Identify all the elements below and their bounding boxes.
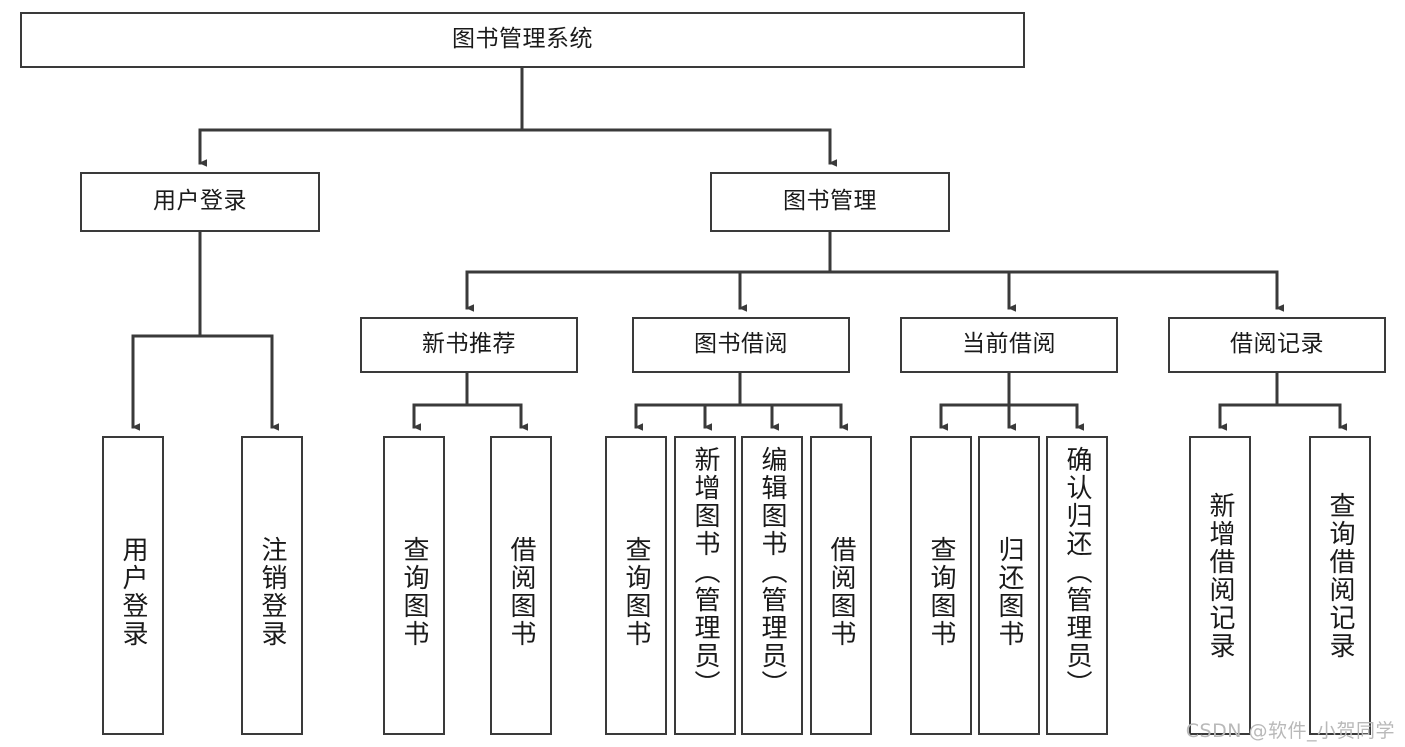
node-leaf-borrow-book-1[interactable]: 借阅图书 (490, 436, 552, 735)
node-root-label: 图书管理系统 (452, 26, 593, 53)
watermark: CSDN @软件_小贺同学 (1185, 720, 1395, 742)
node-leaf-query-book-3-label: 查询图书 (926, 536, 956, 648)
node-leaf-borrow-book-2-label: 借阅图书 (826, 536, 856, 648)
node-leaf-logout-label: 注销登录 (257, 536, 287, 648)
node-leaf-return-book-label: 归还图书 (994, 536, 1024, 648)
node-leaf-query-book-1[interactable]: 查询图书 (383, 436, 445, 735)
node-current-borrow[interactable]: 当前借阅 (900, 317, 1118, 373)
node-leaf-query-record[interactable]: 查询借阅记录 (1309, 436, 1371, 735)
node-borrow-record-label: 借阅记录 (1230, 331, 1324, 358)
node-leaf-query-book-2[interactable]: 查询图书 (605, 436, 667, 735)
node-leaf-add-book-label: 新增图书（管理员） (690, 446, 720, 698)
node-user-login[interactable]: 用户登录 (80, 172, 320, 232)
node-leaf-add-record[interactable]: 新增借阅记录 (1189, 436, 1251, 735)
node-leaf-query-book-3[interactable]: 查询图书 (910, 436, 972, 735)
node-leaf-confirm-return[interactable]: 确认归还（管理员） (1046, 436, 1108, 735)
node-root[interactable]: 图书管理系统 (20, 12, 1025, 68)
node-leaf-borrow-book-1-label: 借阅图书 (506, 536, 536, 648)
node-book-borrow-label: 图书借阅 (694, 331, 788, 358)
node-book-borrow[interactable]: 图书借阅 (632, 317, 850, 373)
node-leaf-borrow-book-2[interactable]: 借阅图书 (810, 436, 872, 735)
node-leaf-user-login[interactable]: 用户登录 (102, 436, 164, 735)
node-leaf-query-record-label: 查询借阅记录 (1325, 492, 1355, 660)
node-leaf-edit-book[interactable]: 编辑图书（管理员） (741, 436, 803, 735)
node-leaf-add-record-label: 新增借阅记录 (1205, 492, 1235, 660)
node-user-login-label: 用户登录 (153, 188, 247, 215)
node-leaf-return-book[interactable]: 归还图书 (978, 436, 1040, 735)
node-leaf-edit-book-label: 编辑图书（管理员） (757, 446, 787, 698)
node-book-management-label: 图书管理 (783, 188, 877, 215)
node-leaf-query-book-2-label: 查询图书 (621, 536, 651, 648)
node-leaf-add-book[interactable]: 新增图书（管理员） (674, 436, 736, 735)
node-new-book-recommend[interactable]: 新书推荐 (360, 317, 578, 373)
node-new-book-recommend-label: 新书推荐 (422, 331, 516, 358)
node-leaf-query-book-1-label: 查询图书 (399, 536, 429, 648)
node-current-borrow-label: 当前借阅 (962, 331, 1056, 358)
node-leaf-confirm-return-label: 确认归还（管理员） (1062, 446, 1092, 698)
node-borrow-record[interactable]: 借阅记录 (1168, 317, 1386, 373)
node-book-management[interactable]: 图书管理 (710, 172, 950, 232)
node-leaf-user-login-label: 用户登录 (118, 536, 148, 648)
node-leaf-logout[interactable]: 注销登录 (241, 436, 303, 735)
